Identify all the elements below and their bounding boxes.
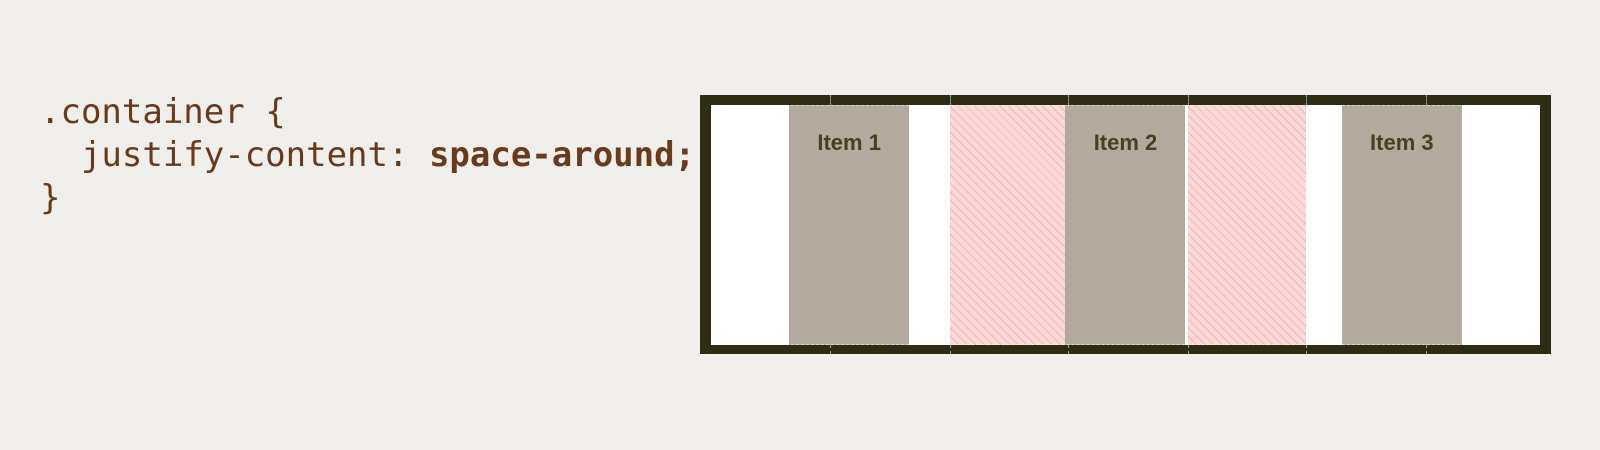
guide-line — [950, 95, 951, 105]
guide-line — [711, 344, 1540, 345]
space-around-gap — [950, 105, 1068, 345]
guide-line — [830, 345, 831, 354]
guide-line — [1426, 95, 1427, 105]
flex-item-label: Item 3 — [1370, 130, 1434, 155]
guide-line — [1068, 345, 1069, 354]
guide-line — [1306, 95, 1307, 105]
guide-line — [711, 105, 1540, 106]
guide-line — [830, 95, 831, 105]
guide-line — [950, 345, 951, 354]
guide-line — [1188, 345, 1189, 354]
guide-line — [1426, 345, 1427, 354]
css-open-brace: { — [265, 92, 286, 132]
flex-item-3: Item 3 — [1341, 105, 1462, 345]
css-close-brace: } — [40, 178, 61, 218]
css-code-snippet: .container { justify-content: space-arou… — [40, 91, 695, 220]
flex-item-label: Item 1 — [817, 130, 881, 155]
flex-item-1: Item 1 — [789, 105, 910, 345]
space-around-gap — [1188, 105, 1306, 345]
css-property: justify-content: — [80, 135, 409, 175]
css-selector: .container — [40, 92, 245, 132]
guide-line — [1188, 95, 1189, 105]
guide-line — [1068, 95, 1069, 105]
guide-line — [1306, 345, 1307, 354]
flex-item-2: Item 2 — [1065, 105, 1186, 345]
css-value: space-around; — [428, 135, 696, 175]
flex-container-diagram: Item 1 Item 2 Item 3 — [700, 95, 1551, 354]
flex-item-label: Item 2 — [1093, 130, 1158, 155]
